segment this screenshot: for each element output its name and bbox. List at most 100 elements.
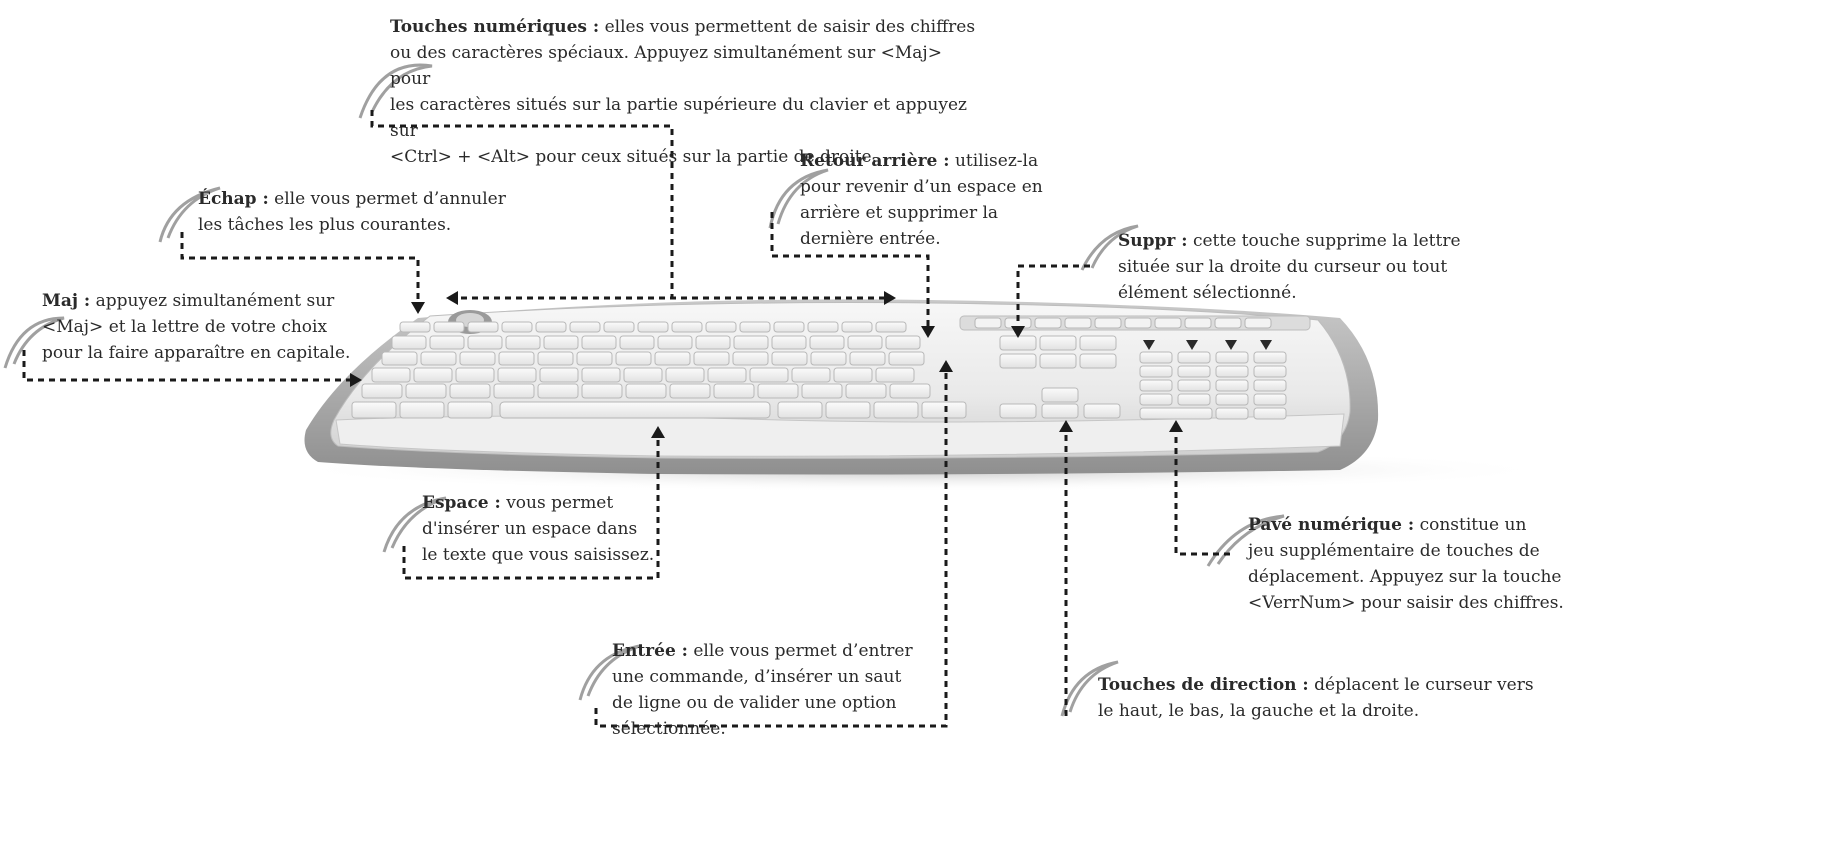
keycap [791,367,831,383]
keycap [833,367,873,383]
media-keys [974,317,1272,329]
keycap [875,367,915,383]
callout-term: Échap : [198,189,269,209]
leader-arrowheads [350,291,1183,438]
keycap [459,351,496,366]
keycap [733,335,769,350]
keycap [999,335,1037,351]
keycap [849,351,886,366]
keycap [535,321,567,333]
keycap [773,321,805,333]
numeric-keypad-area [1139,351,1287,420]
keycap [1139,393,1173,406]
callout-line: déplacent le curseur vers [1314,675,1534,695]
callout-term: Pavé numérique : [1248,515,1415,535]
callout-line: ou des caractères spéciaux. Appuyez simu… [390,43,942,89]
callout-line: sélectionnée. [612,719,726,739]
keycap [493,383,535,399]
callout-line: d'insérer un espace dans [422,519,638,539]
keycap [1041,387,1079,403]
keycap [875,321,907,333]
main-key-area [351,321,967,419]
keycap [1139,351,1173,364]
callout-line: <VerrNum> pour saisir des chiffres. [1248,593,1564,613]
keycap [467,321,499,333]
callout-numeric-keys: Touches numériques : elles vous permette… [390,14,980,170]
keycap [1041,403,1079,419]
keycap [1177,393,1211,406]
keycap [873,401,919,419]
keycap [999,403,1037,419]
callout-delete: Suppr : cette touche supprime la lettre … [1118,228,1478,306]
callout-line: appuyez simultanément sur [95,291,335,311]
keycap [1177,351,1211,364]
keycap [581,383,623,399]
keycap [619,335,655,350]
keycap [1215,393,1249,406]
callout-shift: Maj : appuyez simultanément sur <Maj> et… [42,288,362,366]
callout-line: elle vous permet d’annuler [274,189,506,209]
keycap [705,321,737,333]
keycap [371,367,411,383]
callout-term: Maj : [42,291,91,311]
keycap [1253,407,1287,420]
keycap [381,351,418,366]
keycap [603,321,635,333]
keycap [405,383,447,399]
callout-line: elle vous permet d’entrer [693,641,913,661]
keycap [501,321,533,333]
keycap [581,335,617,350]
keycap [537,351,574,366]
callout-term: Touches numériques : [390,17,600,37]
keycap [695,335,731,350]
keycap [399,401,445,419]
keycap [1079,353,1117,369]
keycap [498,351,535,366]
keycap [825,401,871,419]
callout-line: de ligne ou de valider une option [612,693,897,713]
keycap [771,335,807,350]
keycap [637,321,669,333]
keycap [1253,379,1287,392]
keycap [669,383,711,399]
keycap [429,335,465,350]
keycap [455,367,495,383]
callout-line: déplacement. Appuyez sur la touche [1248,567,1562,587]
keycap [1253,365,1287,378]
keycap [497,367,537,383]
callout-line: cette touche supprime la lettre [1192,231,1461,251]
keycap [569,321,601,333]
callout-term: Entrée : [612,641,688,661]
keycap [801,383,843,399]
keycap [885,335,921,350]
keycap [693,351,730,366]
callout-line: <Maj> et la lettre de votre choix [42,317,328,337]
keycap [615,351,652,366]
keycap [809,335,845,350]
callout-line: dernière entrée. [800,229,941,249]
keycap [1139,365,1173,378]
keycap [888,351,925,366]
keycap [1079,335,1117,351]
keycap [847,335,883,350]
keycap [999,353,1037,369]
keycap [420,351,457,366]
leader-lines [22,110,1230,728]
keycap [657,335,693,350]
callout-line: pour revenir d’un espace en [800,177,1043,197]
keycap [713,383,755,399]
keycap [447,401,493,419]
keycap [581,367,621,383]
keycap [539,367,579,383]
keycap [1215,365,1249,378]
space-bar [499,401,771,419]
keycap [777,401,823,419]
keycap [505,335,541,350]
keycap [1083,403,1121,419]
keycap [841,321,873,333]
callout-line: le texte que vous saisissez. [422,545,655,565]
callout-line: située sur la droite du curseur ou tout [1118,257,1448,277]
keycap [757,383,799,399]
keycap [1139,379,1173,392]
callout-backspace: Retour arrière : utilisez-la pour reveni… [800,148,1060,252]
